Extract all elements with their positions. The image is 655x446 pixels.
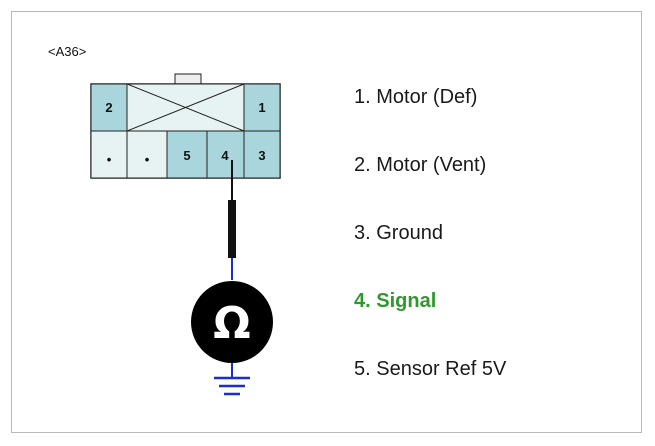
connector-id-label: <A36> [48, 44, 87, 59]
pin-label-4: 4 [221, 148, 229, 163]
pin-label-empty-a: • [107, 152, 112, 167]
pin-cell-3 [243, 130, 281, 179]
blocked-cross-line-b [126, 83, 245, 132]
pin-label-5: 5 [183, 148, 190, 163]
legend-item-5: 5. Sensor Ref 5V [354, 358, 507, 380]
legend-item-4: 4. Signal [354, 290, 437, 312]
ohm-icon: Ω [213, 298, 250, 349]
ground-icon [214, 376, 250, 396]
pin-label-3: 3 [258, 148, 265, 163]
pin-label-empty-b: • [145, 152, 150, 167]
legend-item-3: 3. Ground [354, 222, 443, 244]
diagram-frame [11, 11, 642, 433]
connector-latch [174, 73, 202, 85]
pin-cell-1 [243, 83, 281, 132]
ohmmeter [191, 281, 273, 363]
pin-label-1: 1 [258, 100, 265, 115]
pin-legend: 1. Motor (Def) 2. Motor (Vent) 3. Ground… [354, 84, 506, 424]
legend-item-1: 1. Motor (Def) [354, 86, 478, 108]
pin-cell-empty-b [126, 130, 168, 179]
legend-item-2: 2. Motor (Vent) [354, 154, 487, 176]
pin-label-2: 2 [105, 100, 112, 115]
pin-cell-4 [206, 130, 245, 179]
pin-cell-5 [166, 130, 208, 179]
probe-lead [228, 200, 236, 258]
